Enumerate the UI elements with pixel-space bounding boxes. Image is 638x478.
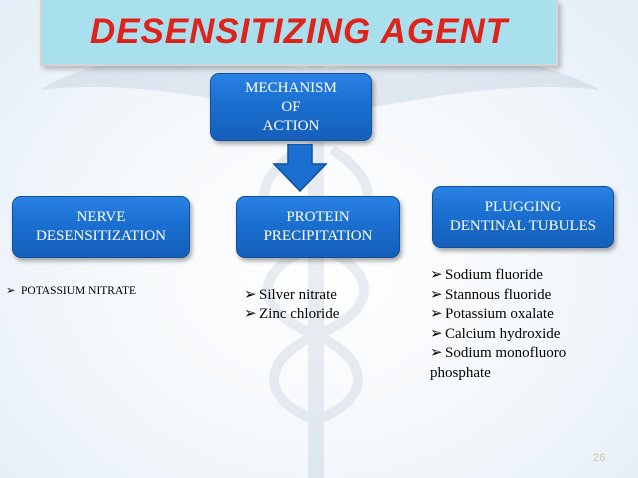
plugging-dentinal-tubules-box: PLUGGING DENTINAL TUBULES xyxy=(432,186,614,248)
page-number: 26 xyxy=(593,452,606,464)
mechanism-line-1: MECHANISM xyxy=(245,79,337,96)
arrow-bullet-icon: ➢ xyxy=(430,325,443,342)
nerve-desensitization-box: NERVE DESENSITIZATION xyxy=(12,196,190,258)
list-item-text: Sodium monofluoro phosphate xyxy=(430,345,567,381)
arrow-bullet-icon: ➢ xyxy=(244,306,257,322)
mechanism-line-2: OF xyxy=(281,98,301,115)
protein-agents-list: ➢ Silver nitrate ➢ Zinc chloride xyxy=(244,286,404,324)
title-banner: DESENSITIZING AGENT xyxy=(40,0,558,66)
list-item: ➢ POTASSIUM NITRATE xyxy=(6,283,186,299)
protein-precipitation-box: PROTEIN PRECIPITATION xyxy=(236,196,400,258)
protein-line-2: PRECIPITATION xyxy=(263,228,373,244)
list-item: ➢ Stannous fluoride xyxy=(430,286,610,306)
list-item: ➢ Sodium fluoride xyxy=(430,266,610,286)
nerve-line-1: NERVE xyxy=(76,209,126,225)
down-arrow-icon xyxy=(272,144,328,192)
arrow-bullet-icon: ➢ xyxy=(430,306,443,322)
list-item: ➢ Potassium oxalate xyxy=(430,305,610,325)
list-item-text: Potassium oxalate xyxy=(445,306,554,322)
plugging-agents-list: ➢ Sodium fluoride ➢ Stannous fluoride ➢ … xyxy=(430,266,610,383)
list-item-text: POTASSIUM NITRATE xyxy=(21,285,137,297)
list-item-text: Stannous fluoride xyxy=(445,286,552,303)
arrow-bullet-icon: ➢ xyxy=(430,286,443,303)
list-item-text: Sodium fluoride xyxy=(445,267,543,283)
list-item-text: Calcium hydroxide xyxy=(445,325,561,342)
slide-title: DESENSITIZING AGENT xyxy=(89,12,509,51)
arrow-bullet-icon: ➢ xyxy=(430,267,443,283)
arrow-bullet-icon: ➢ xyxy=(430,345,443,361)
protein-line-1: PROTEIN xyxy=(286,209,350,225)
nerve-line-2: DESENSITIZATION xyxy=(36,228,166,244)
list-item: ➢ Zinc chloride xyxy=(244,305,404,324)
nerve-agents-list: ➢ POTASSIUM NITRATE xyxy=(6,283,186,299)
list-item: ➢ Silver nitrate xyxy=(244,286,404,305)
plugging-line-1: PLUGGING xyxy=(484,199,562,215)
list-item: ➢ Calcium hydroxide xyxy=(430,325,610,345)
plugging-line-2: DENTINAL TUBULES xyxy=(449,218,597,234)
arrow-bullet-icon: ➢ xyxy=(244,287,257,303)
mechanism-line-3: ACTION xyxy=(262,117,320,134)
list-item-text: Zinc chloride xyxy=(259,306,340,322)
arrow-bullet-icon: ➢ xyxy=(6,285,16,297)
list-item: ➢ Sodium monofluoro phosphate xyxy=(430,344,610,383)
mechanism-of-action-box: MECHANISM OF ACTION xyxy=(210,73,372,141)
list-item-text: Silver nitrate xyxy=(259,287,337,303)
